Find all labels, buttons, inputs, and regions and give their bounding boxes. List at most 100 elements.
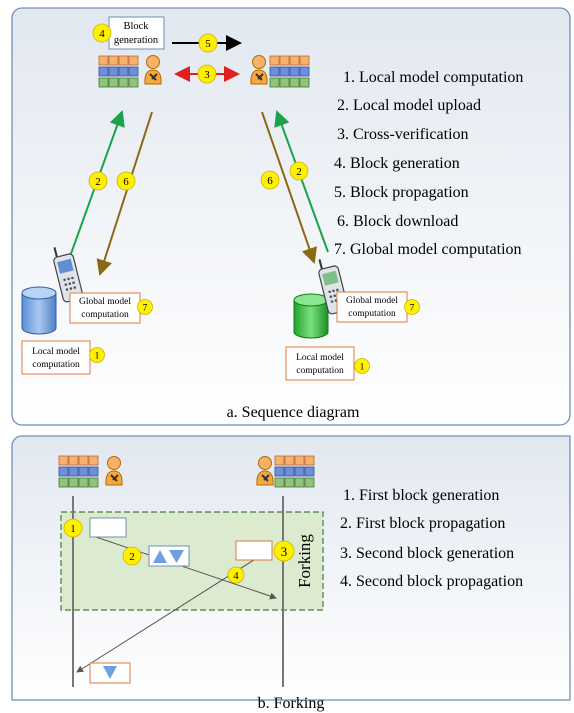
- step-a-3: 3. Cross-verification: [337, 126, 469, 143]
- block-cell: [68, 466, 79, 477]
- block-cell: [98, 77, 109, 88]
- svg-text:4: 4: [99, 28, 105, 40]
- badge-4-block-generation: 4: [92, 23, 112, 43]
- step-b-3: 3. Second block generation: [340, 545, 514, 562]
- svg-text:7: 7: [410, 304, 415, 314]
- block-cell: [304, 466, 315, 477]
- block-cell: [294, 466, 305, 477]
- block-cell: [78, 466, 89, 477]
- block-cell: [304, 455, 315, 466]
- block-cell: [299, 77, 310, 88]
- blockchain-icon-b-left: [58, 455, 99, 488]
- block-cell: [88, 466, 99, 477]
- local-model-label-left: Local model computation: [21, 340, 91, 375]
- step-a-6: 6. Block download: [337, 213, 458, 230]
- block-cell: [68, 455, 79, 466]
- svg-text:1: 1: [70, 523, 76, 535]
- svg-text:computation: computation: [348, 309, 396, 319]
- svg-text:Local model: Local model: [296, 353, 344, 363]
- badge-3-verification: 3: [197, 64, 217, 84]
- blockchain-icon-left: [98, 55, 139, 88]
- panel-a-caption: a. Sequence diagram: [227, 404, 360, 421]
- global-model-label-left: Global model computation: [69, 292, 141, 324]
- block-cell: [88, 477, 99, 488]
- block-cell: [98, 66, 109, 77]
- global-model-label-right: Global model computation: [336, 291, 408, 323]
- propagated-block-first: [148, 545, 190, 567]
- block-cell: [98, 55, 109, 66]
- block-cell: [78, 455, 89, 466]
- badge-b-3: 3: [273, 540, 295, 562]
- block-cell: [68, 477, 79, 488]
- local-model-label-right: Local model computation: [285, 346, 355, 381]
- upload-arrow-right: [274, 110, 329, 253]
- block-cell: [78, 477, 89, 488]
- badge-1-local-left: 1: [89, 347, 105, 363]
- svg-text:Global model: Global model: [346, 296, 398, 306]
- svg-text:computation: computation: [296, 366, 344, 376]
- block-cell: [128, 55, 139, 66]
- block-cell: [88, 455, 99, 466]
- svg-text:5: 5: [205, 38, 211, 50]
- badge-2-upload-right: 2: [289, 161, 309, 181]
- badge-6-download-right: 6: [260, 170, 280, 190]
- svg-text:7: 7: [143, 304, 148, 314]
- block-cell: [58, 477, 69, 488]
- block-cell: [279, 77, 290, 88]
- block-cell: [118, 55, 129, 66]
- block-generation-box: [108, 16, 165, 50]
- badge-b-1: 1: [63, 518, 83, 538]
- badge-5-propagation: 5: [198, 33, 218, 53]
- forking-label: Forking: [295, 534, 314, 588]
- block-cell: [128, 77, 139, 88]
- badge-6-download-left: 6: [116, 171, 136, 191]
- block-cell: [274, 466, 285, 477]
- svg-text:4: 4: [233, 571, 239, 582]
- step-b-4: 4. Second block propagation: [340, 573, 523, 590]
- block-cell: [284, 466, 295, 477]
- blockchain-icon-right: [269, 55, 310, 88]
- block-cell: [118, 66, 129, 77]
- svg-text:6: 6: [267, 175, 273, 187]
- block-cell: [304, 477, 315, 488]
- block-cell: [284, 477, 295, 488]
- block-generation-line1: Block: [123, 21, 149, 32]
- svg-text:3: 3: [204, 69, 210, 81]
- block-cell: [299, 66, 310, 77]
- svg-text:computation: computation: [32, 360, 80, 370]
- svg-text:3: 3: [281, 544, 288, 559]
- svg-text:6: 6: [123, 176, 129, 188]
- badge-b-2: 2: [122, 546, 142, 566]
- block-cell: [128, 66, 139, 77]
- database-icon-left: [21, 286, 57, 335]
- block-cell: [58, 455, 69, 466]
- badge-1-local-right: 1: [354, 358, 370, 374]
- badge-2-upload-left: 2: [88, 171, 108, 191]
- block-cell: [284, 455, 295, 466]
- download-arrow-left: [96, 111, 153, 276]
- block-cell: [299, 55, 310, 66]
- step-b-1: 1. First block generation: [343, 487, 499, 504]
- svg-text:2: 2: [95, 176, 101, 188]
- miner-icon-b-right: [256, 456, 274, 486]
- block-cell: [294, 477, 305, 488]
- badge-7-global-left: 7: [137, 299, 153, 315]
- block-cell: [294, 455, 305, 466]
- step-a-1: 1. Local model computation: [343, 69, 523, 86]
- block-cell: [289, 77, 300, 88]
- svg-text:1: 1: [95, 352, 100, 362]
- block-cell: [274, 455, 285, 466]
- received-block-second: [89, 662, 131, 684]
- panel-sequence-diagram: Block generation 4 5: [11, 7, 571, 426]
- badge-7-global-right: 7: [404, 299, 420, 315]
- badge-b-4: 4: [227, 566, 245, 584]
- block-cell: [279, 55, 290, 66]
- second-block: [235, 540, 273, 561]
- miner-icon-left: [144, 55, 162, 85]
- step-a-5: 5. Block propagation: [334, 184, 469, 201]
- miner-icon-right: [250, 55, 268, 85]
- block-cell: [279, 66, 290, 77]
- download-arrow-right: [261, 111, 317, 264]
- svg-text:1: 1: [360, 363, 365, 373]
